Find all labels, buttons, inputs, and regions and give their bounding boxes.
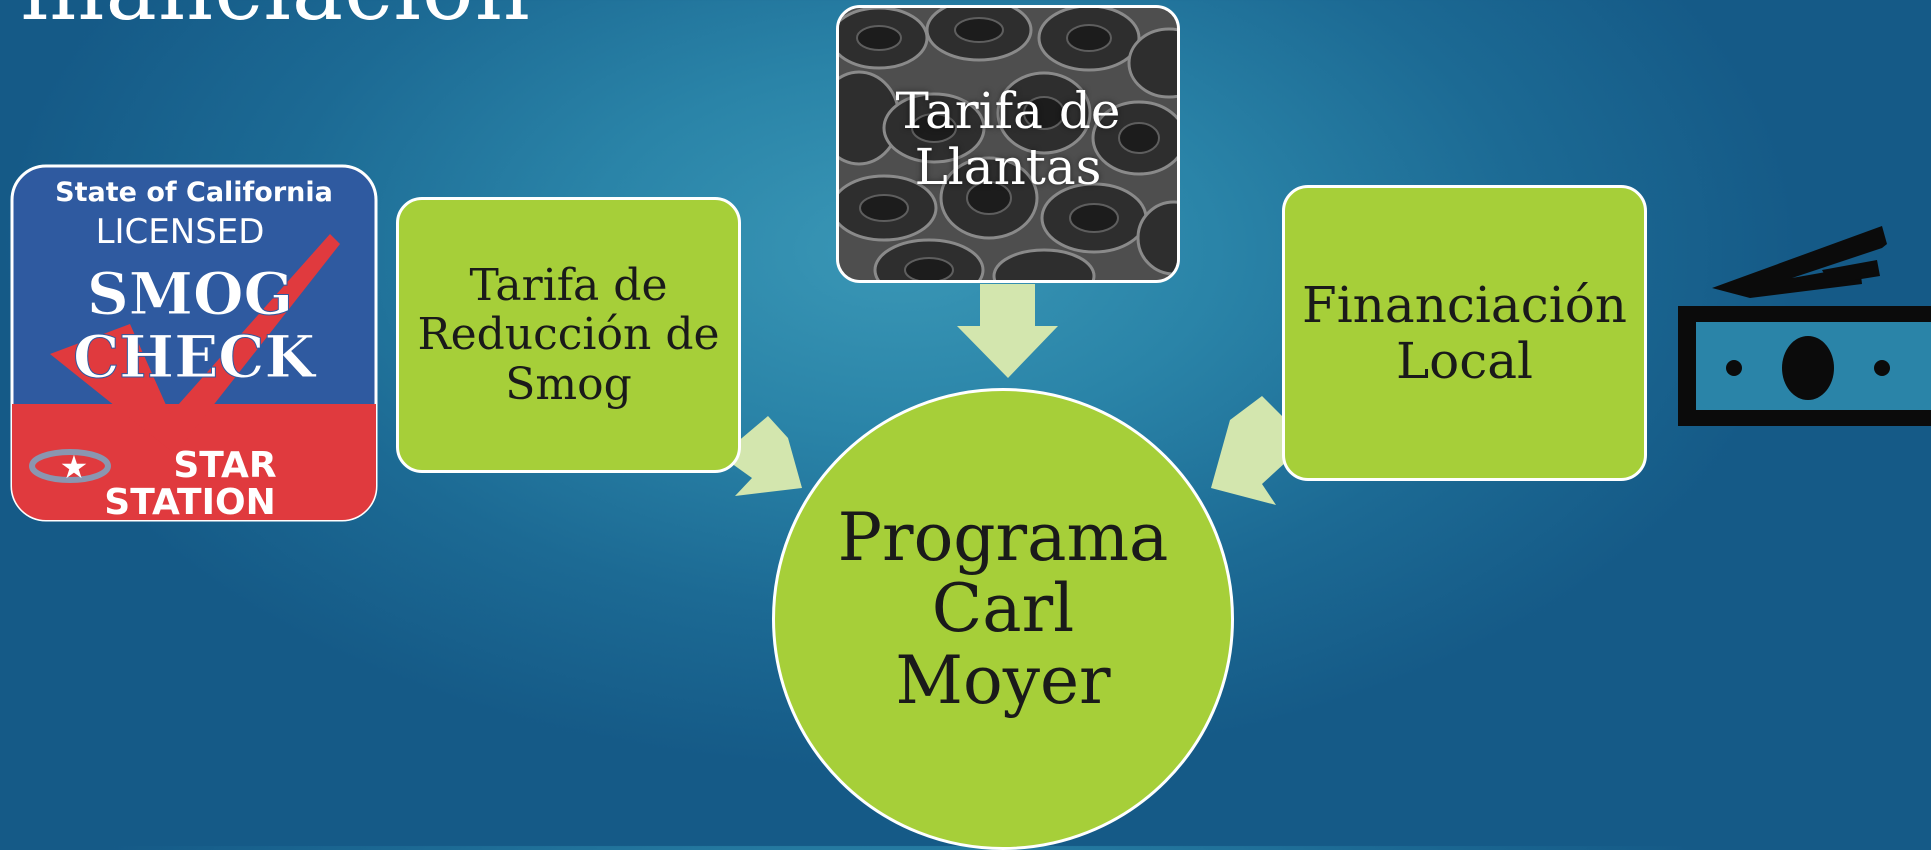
badge-star-icon: ★ <box>60 448 89 486</box>
smog-check-badge: State of California LICENSED SMOG CHECK … <box>10 164 378 522</box>
badge-line6: STATION <box>104 482 275 522</box>
badge-line2: LICENSED <box>96 212 265 252</box>
node-local-label: Financiación Local <box>1302 276 1627 390</box>
badge-line1: State of California <box>55 177 333 208</box>
center-program-circle: Programa Carl Moyer <box>772 388 1234 850</box>
slide-title: Financiación <box>0 0 531 40</box>
node-local-financing: Financiación Local <box>1282 185 1647 481</box>
arrow-from-local <box>1211 396 1286 505</box>
arrow-from-tire <box>957 284 1058 378</box>
money-bill-icon <box>1678 226 1931 426</box>
node-tire-fee: Tarifa de Llantas <box>836 5 1180 283</box>
center-label: Programa Carl Moyer <box>837 499 1169 719</box>
tire-pile-photo <box>839 8 1177 280</box>
badge-line4: CHECK <box>73 323 317 391</box>
arrow-from-smog <box>724 416 802 496</box>
badge-line3: SMOG <box>87 260 293 328</box>
node-smog-fee: Tarifa de Reducción de Smog <box>396 197 741 473</box>
badge-line5: STAR <box>173 445 276 486</box>
node-smog-label: Tarifa de Reducción de Smog <box>417 260 720 410</box>
node-tire-label: Tarifa de Llantas <box>895 82 1121 196</box>
